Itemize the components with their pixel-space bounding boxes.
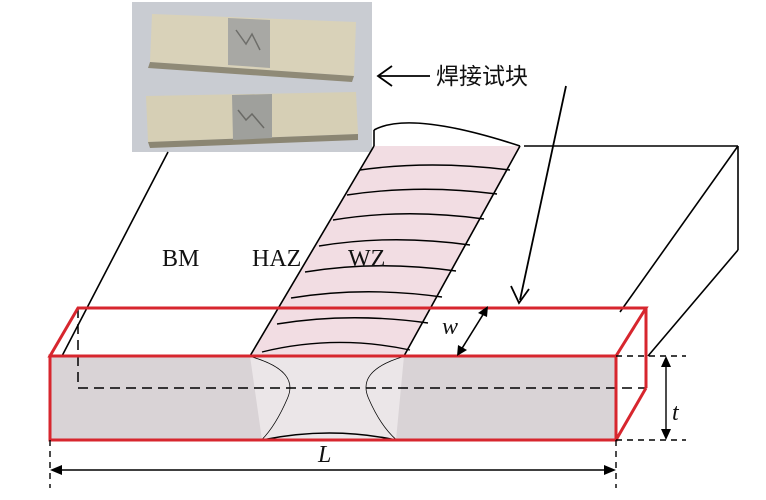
- specimen-label: 焊接试块: [436, 64, 528, 90]
- length-label: L: [317, 442, 331, 468]
- plate-outline: [61, 145, 739, 357]
- callout-arrow-specimen: [510, 85, 567, 305]
- thickness-label: t: [672, 400, 680, 426]
- width-dimension: [457, 306, 488, 356]
- haz-label: HAZ: [252, 246, 301, 272]
- length-dimension: [49, 440, 617, 488]
- bm-label: BM: [162, 246, 199, 272]
- wz-label: WZ: [348, 246, 385, 272]
- width-label: w: [442, 314, 458, 340]
- specimen-photo: [132, 2, 372, 152]
- thickness-dimension: [616, 355, 686, 441]
- callout-arrow-photo: [376, 65, 430, 87]
- weld-bead: [249, 122, 521, 357]
